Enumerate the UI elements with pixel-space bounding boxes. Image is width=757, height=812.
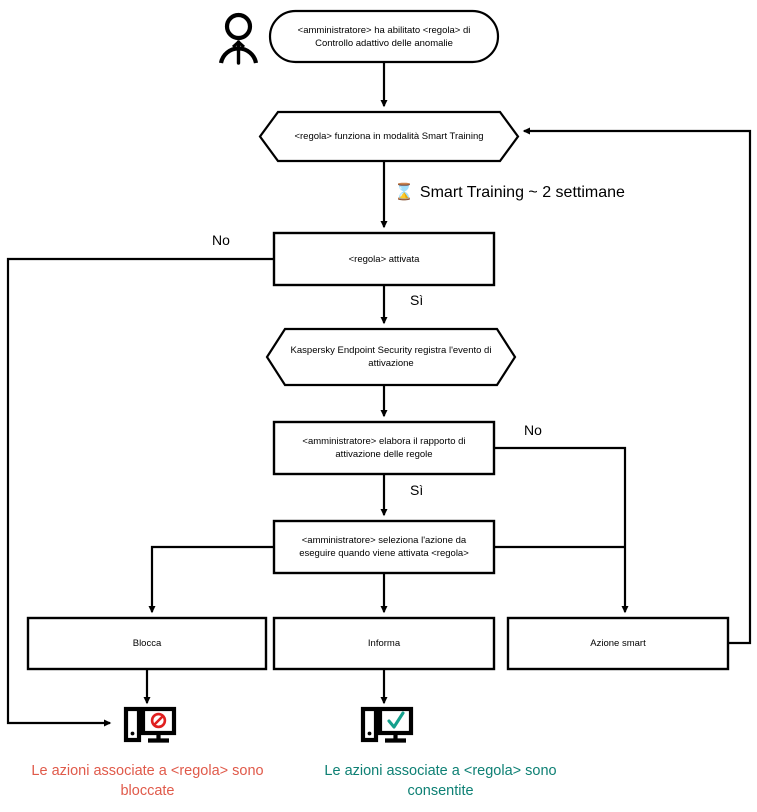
caption-blocked: Le azioni associate a <regola> sono bloc… [31,763,264,799]
node-event-logged-shape [265,327,517,387]
edge-select-action-to-block [148,545,274,614]
node-smart-action-shape [506,616,730,671]
hourglass-icon: ⌛ [394,184,414,201]
edge-label-no-admin-report: No [524,422,542,438]
edge-admin-report-no-to-smart-action [494,446,629,614]
smart-training-timer-text: Smart Training ~ 2 settimane [419,184,625,201]
node-block-shape [26,616,268,671]
actor-person-icon [218,12,259,65]
computer-allowed-icon [360,706,414,743]
edge-smart-action-loop-to-smart-training [522,127,752,645]
node-start-shape [268,9,500,64]
node-inform-shape [272,616,496,671]
node-admin-report-shape [272,420,496,476]
edge-rule-triggered-no-loop [6,257,274,727]
node-smart-training-shape [258,110,520,163]
edge-label-yes-admin-report: Sì [410,482,424,498]
edge-label-yes-rule-triggered: Sì [410,292,424,308]
computer-blocked-icon [123,706,177,743]
node-rule-triggered-shape [272,231,496,287]
caption-allowed: Le azioni associate a <regola> sono cons… [324,763,557,799]
edge-label-no-rule-triggered: No [212,232,230,248]
smart-training-timer-label: ⌛ Smart Training ~ 2 settimane [394,183,625,203]
node-admin-select-action-shape [272,519,496,575]
